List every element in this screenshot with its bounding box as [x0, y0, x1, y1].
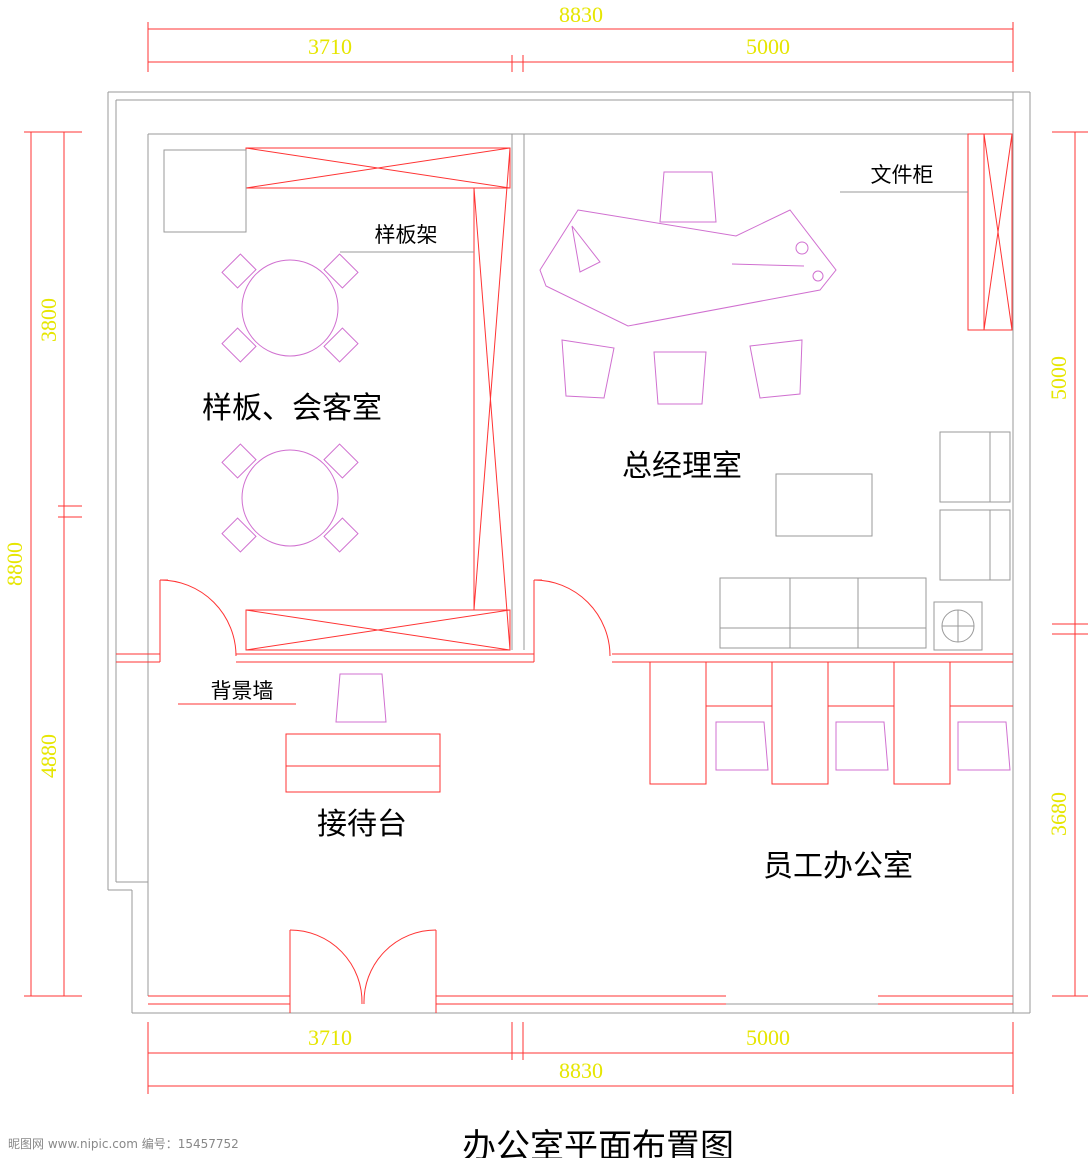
label-sample-rack: 样板架: [375, 223, 438, 247]
dimension-lines: [24, 22, 1088, 1094]
room-label-sample-meeting: 样板、会客室: [202, 391, 382, 426]
watermark: 昵图网 www.nipic.com 编号：15457752: [8, 1136, 239, 1151]
dim-left-lower: 4880: [36, 734, 61, 778]
staff-workstations: [649, 661, 1013, 785]
file-cabinet: [840, 133, 1013, 331]
walls: [107, 91, 1031, 1014]
dim-top-right: 5000: [746, 34, 790, 59]
reception-desk: [178, 673, 441, 793]
round-table-sets: [221, 253, 359, 553]
gm-office-furniture: [539, 171, 1011, 651]
room-label-reception: 接待台: [317, 807, 407, 842]
room-label-gm-office: 总经理室: [622, 449, 742, 484]
sample-rack: [163, 147, 511, 651]
dim-bottom-left: 3710: [308, 1025, 352, 1050]
dim-top-left: 3710: [308, 34, 352, 59]
plan-title: 办公室平面布置图: [462, 1127, 734, 1158]
dim-top-total: 8830: [559, 2, 603, 27]
dim-bottom-total: 8830: [559, 1058, 603, 1083]
dim-left-upper: 3800: [36, 298, 61, 342]
label-backdrop-wall: 背景墙: [211, 679, 274, 703]
dim-left-total: 8800: [2, 542, 27, 586]
doors: [159, 579, 611, 1005]
dim-right-lower: 3680: [1046, 792, 1071, 836]
dim-bottom-right: 5000: [746, 1025, 790, 1050]
room-label-staff-office: 员工办公室: [763, 849, 913, 884]
dim-right-upper: 5000: [1046, 356, 1071, 400]
label-file-cabinet: 文件柜: [871, 163, 934, 187]
